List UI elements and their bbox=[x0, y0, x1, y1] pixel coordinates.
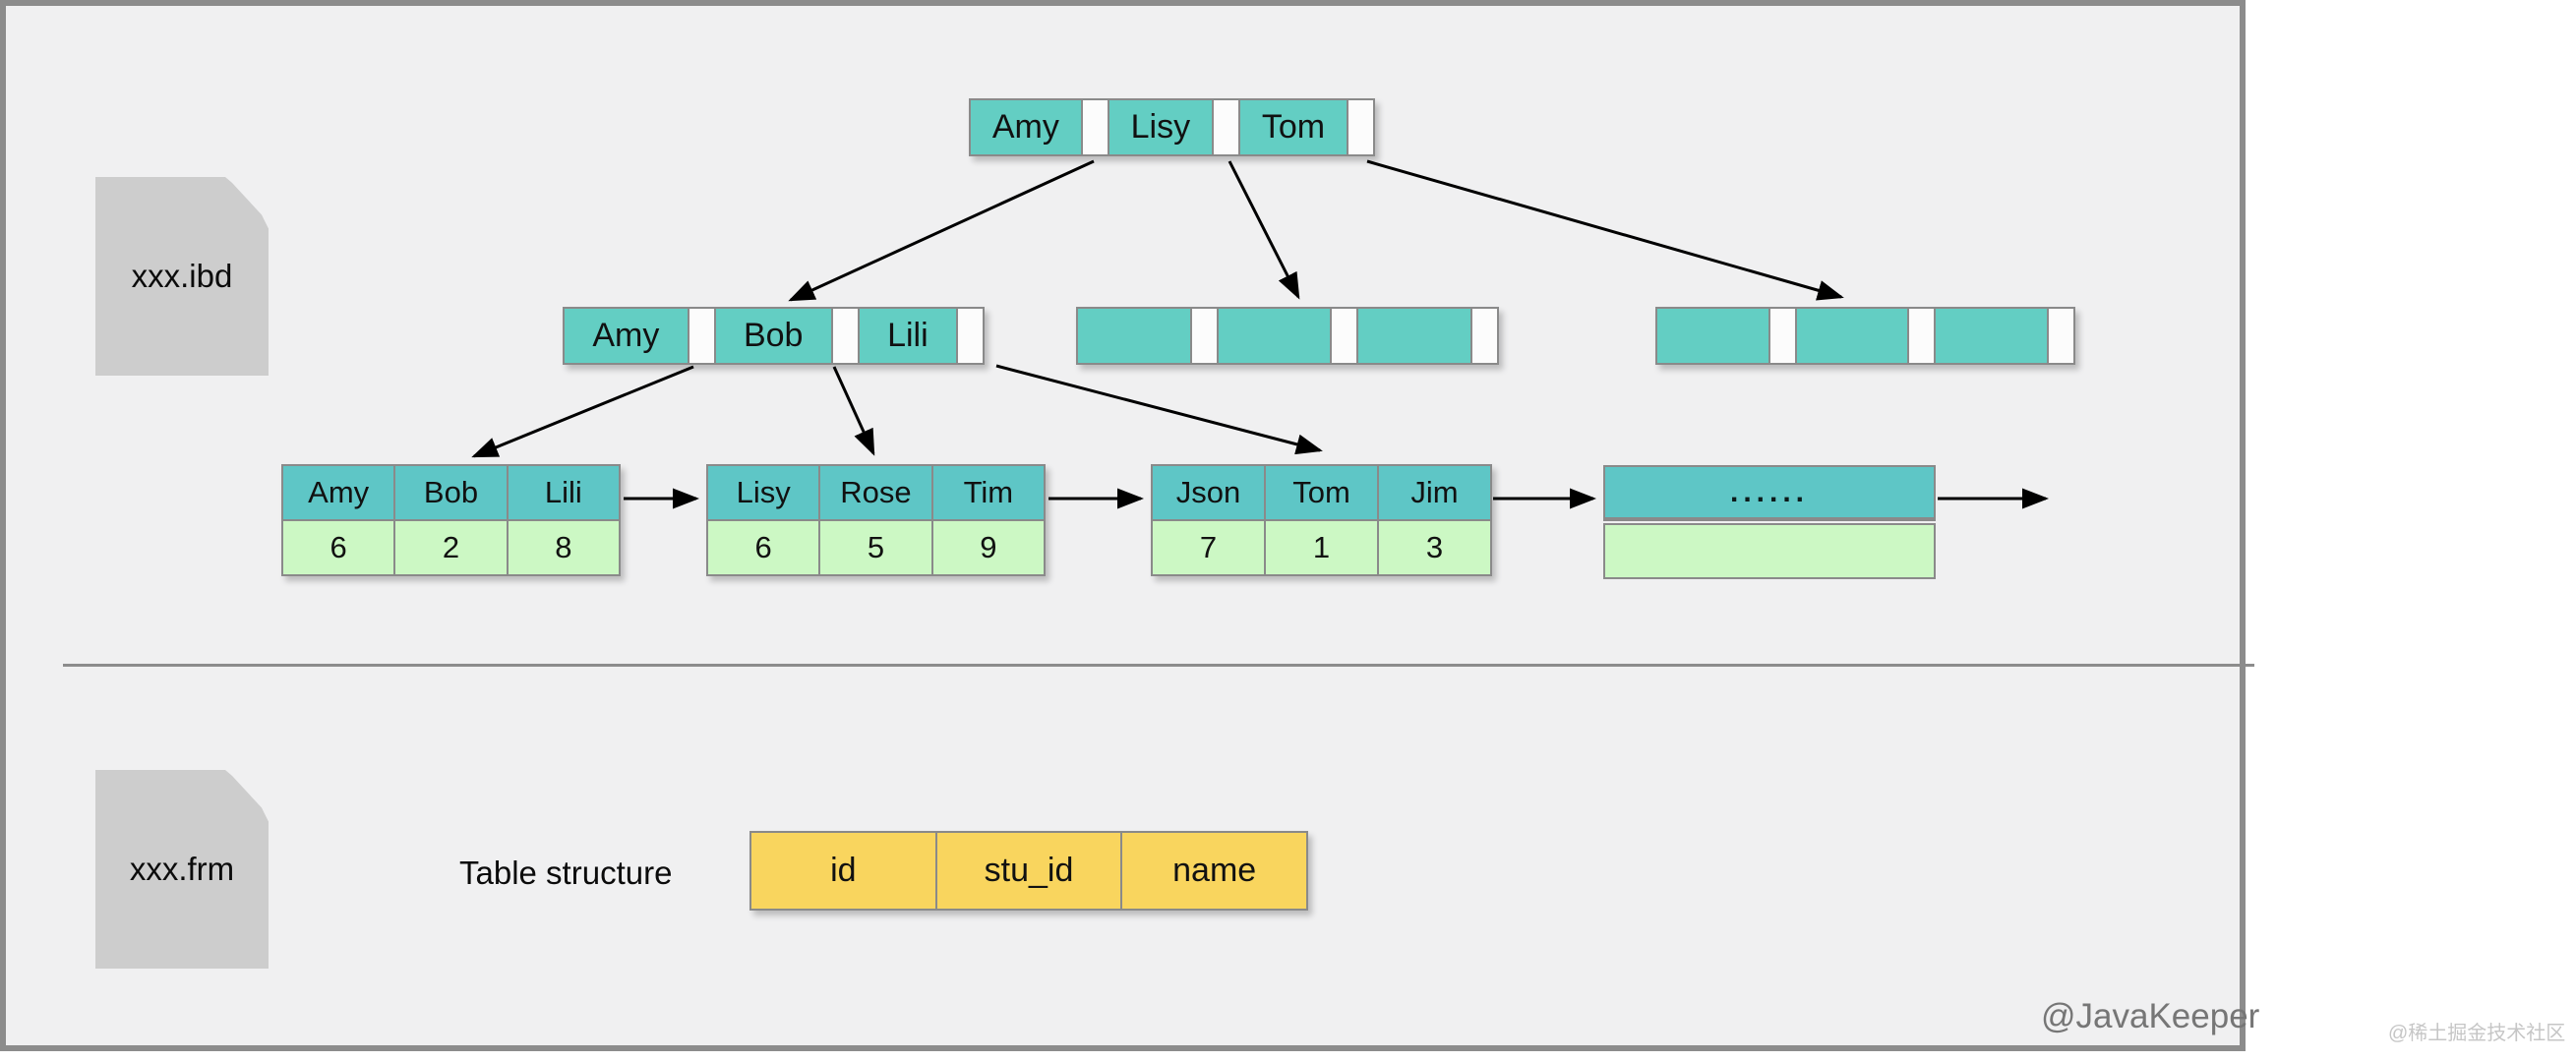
leaf-ellipsis-value-row bbox=[1603, 523, 1936, 579]
btree-leaf-node-1: Amy Bob Lili 6 2 8 bbox=[281, 464, 621, 576]
leaf-value-cell: 3 bbox=[1377, 519, 1492, 576]
leaf-key-cell: Bob bbox=[393, 464, 509, 521]
leaf-value-cell: 1 bbox=[1264, 519, 1379, 576]
leaf-key-cell: Jim bbox=[1377, 464, 1492, 521]
internal-pointer-cell bbox=[2047, 307, 2076, 365]
leaf-value-row: 7 1 3 bbox=[1151, 519, 1492, 576]
internal-key-cell bbox=[1076, 307, 1192, 365]
internal-pointer-cell bbox=[687, 307, 716, 365]
internal-pointer-cell bbox=[1470, 307, 1500, 365]
internal-key-cell: Lili bbox=[857, 307, 958, 365]
leaf-key-cell: Amy bbox=[281, 464, 396, 521]
btree-leaf-node-2: Lisy Rose Tim 6 5 9 bbox=[706, 464, 1046, 576]
btree-leaf-node-3: Json Tom Jim 7 1 3 bbox=[1151, 464, 1492, 576]
leaf-value-cell: 9 bbox=[930, 519, 1046, 576]
internal-pointer-cell bbox=[1189, 307, 1219, 365]
leaf-key-cell: Tim bbox=[930, 464, 1046, 521]
table-structure-row: id stu_id name bbox=[749, 831, 1309, 911]
leaf-key-cell: Lisy bbox=[706, 464, 821, 521]
table-column-cell: name bbox=[1120, 831, 1309, 911]
btree-internal-node-left: Amy Bob Lili bbox=[563, 307, 985, 365]
internal-pointer-cell bbox=[830, 307, 860, 365]
btree-internal-node-middle bbox=[1076, 307, 1500, 365]
ibd-file-icon: xxx.ibd bbox=[95, 177, 269, 376]
leaf-key-row: Lisy Rose Tim bbox=[706, 464, 1046, 521]
leaf-ellipsis-text: ...... bbox=[1729, 475, 1809, 508]
root-key-cell: Lisy bbox=[1107, 98, 1214, 156]
internal-key-cell: Amy bbox=[563, 307, 689, 365]
ibd-file-label: xxx.ibd bbox=[131, 258, 233, 294]
leaf-value-cell: 8 bbox=[506, 519, 621, 576]
internal-key-cell bbox=[1356, 307, 1473, 365]
leaf-ellipsis-key-row: ...... bbox=[1603, 465, 1936, 521]
leaf-key-cell: Tom bbox=[1264, 464, 1379, 521]
root-pointer-cell bbox=[1347, 98, 1375, 156]
root-pointer-cell bbox=[1212, 98, 1240, 156]
leaf-key-row: Amy Bob Lili bbox=[281, 464, 621, 521]
leaf-key-cell: Lili bbox=[506, 464, 621, 521]
internal-key-cell: Bob bbox=[713, 307, 833, 365]
leaf-value-cell: 7 bbox=[1151, 519, 1266, 576]
internal-key-cell bbox=[1794, 307, 1910, 365]
btree-root-node: Amy Lisy Tom bbox=[969, 98, 1375, 156]
leaf-value-cell: 2 bbox=[393, 519, 509, 576]
leaf-key-cell: Json bbox=[1151, 464, 1266, 521]
table-structure-label: Table structure bbox=[459, 855, 673, 891]
leaf-value-cell: 6 bbox=[706, 519, 821, 576]
section-divider bbox=[63, 664, 2254, 667]
root-key-cell: Tom bbox=[1238, 98, 1348, 156]
btree-leaf-node-ellipsis: ...... bbox=[1603, 465, 1936, 579]
internal-key-cell bbox=[1655, 307, 1770, 365]
frm-file-label: xxx.frm bbox=[129, 851, 235, 887]
leaf-value-cell: 5 bbox=[818, 519, 933, 576]
root-pointer-cell bbox=[1080, 98, 1109, 156]
internal-key-cell bbox=[1216, 307, 1333, 365]
internal-pointer-cell bbox=[1767, 307, 1797, 365]
internal-pointer-cell bbox=[1907, 307, 1937, 365]
leaf-key-row: Json Tom Jim bbox=[1151, 464, 1492, 521]
watermark-author: @JavaKeeper bbox=[2041, 997, 2260, 1035]
leaf-value-cell: 6 bbox=[281, 519, 396, 576]
watermark-community: @稀土掘金技术社区 bbox=[2388, 1023, 2566, 1044]
internal-key-cell bbox=[1934, 307, 2050, 365]
root-key-cell: Amy bbox=[969, 98, 1083, 156]
btree-internal-node-right bbox=[1655, 307, 2076, 365]
table-column-cell: stu_id bbox=[934, 831, 1123, 911]
leaf-key-cell: Rose bbox=[818, 464, 933, 521]
internal-pointer-cell bbox=[1330, 307, 1359, 365]
frm-file-icon: xxx.frm bbox=[95, 770, 269, 969]
internal-pointer-cell bbox=[956, 307, 985, 365]
leaf-value-row: 6 2 8 bbox=[281, 519, 621, 576]
table-column-cell: id bbox=[749, 831, 937, 911]
leaf-value-row: 6 5 9 bbox=[706, 519, 1046, 576]
